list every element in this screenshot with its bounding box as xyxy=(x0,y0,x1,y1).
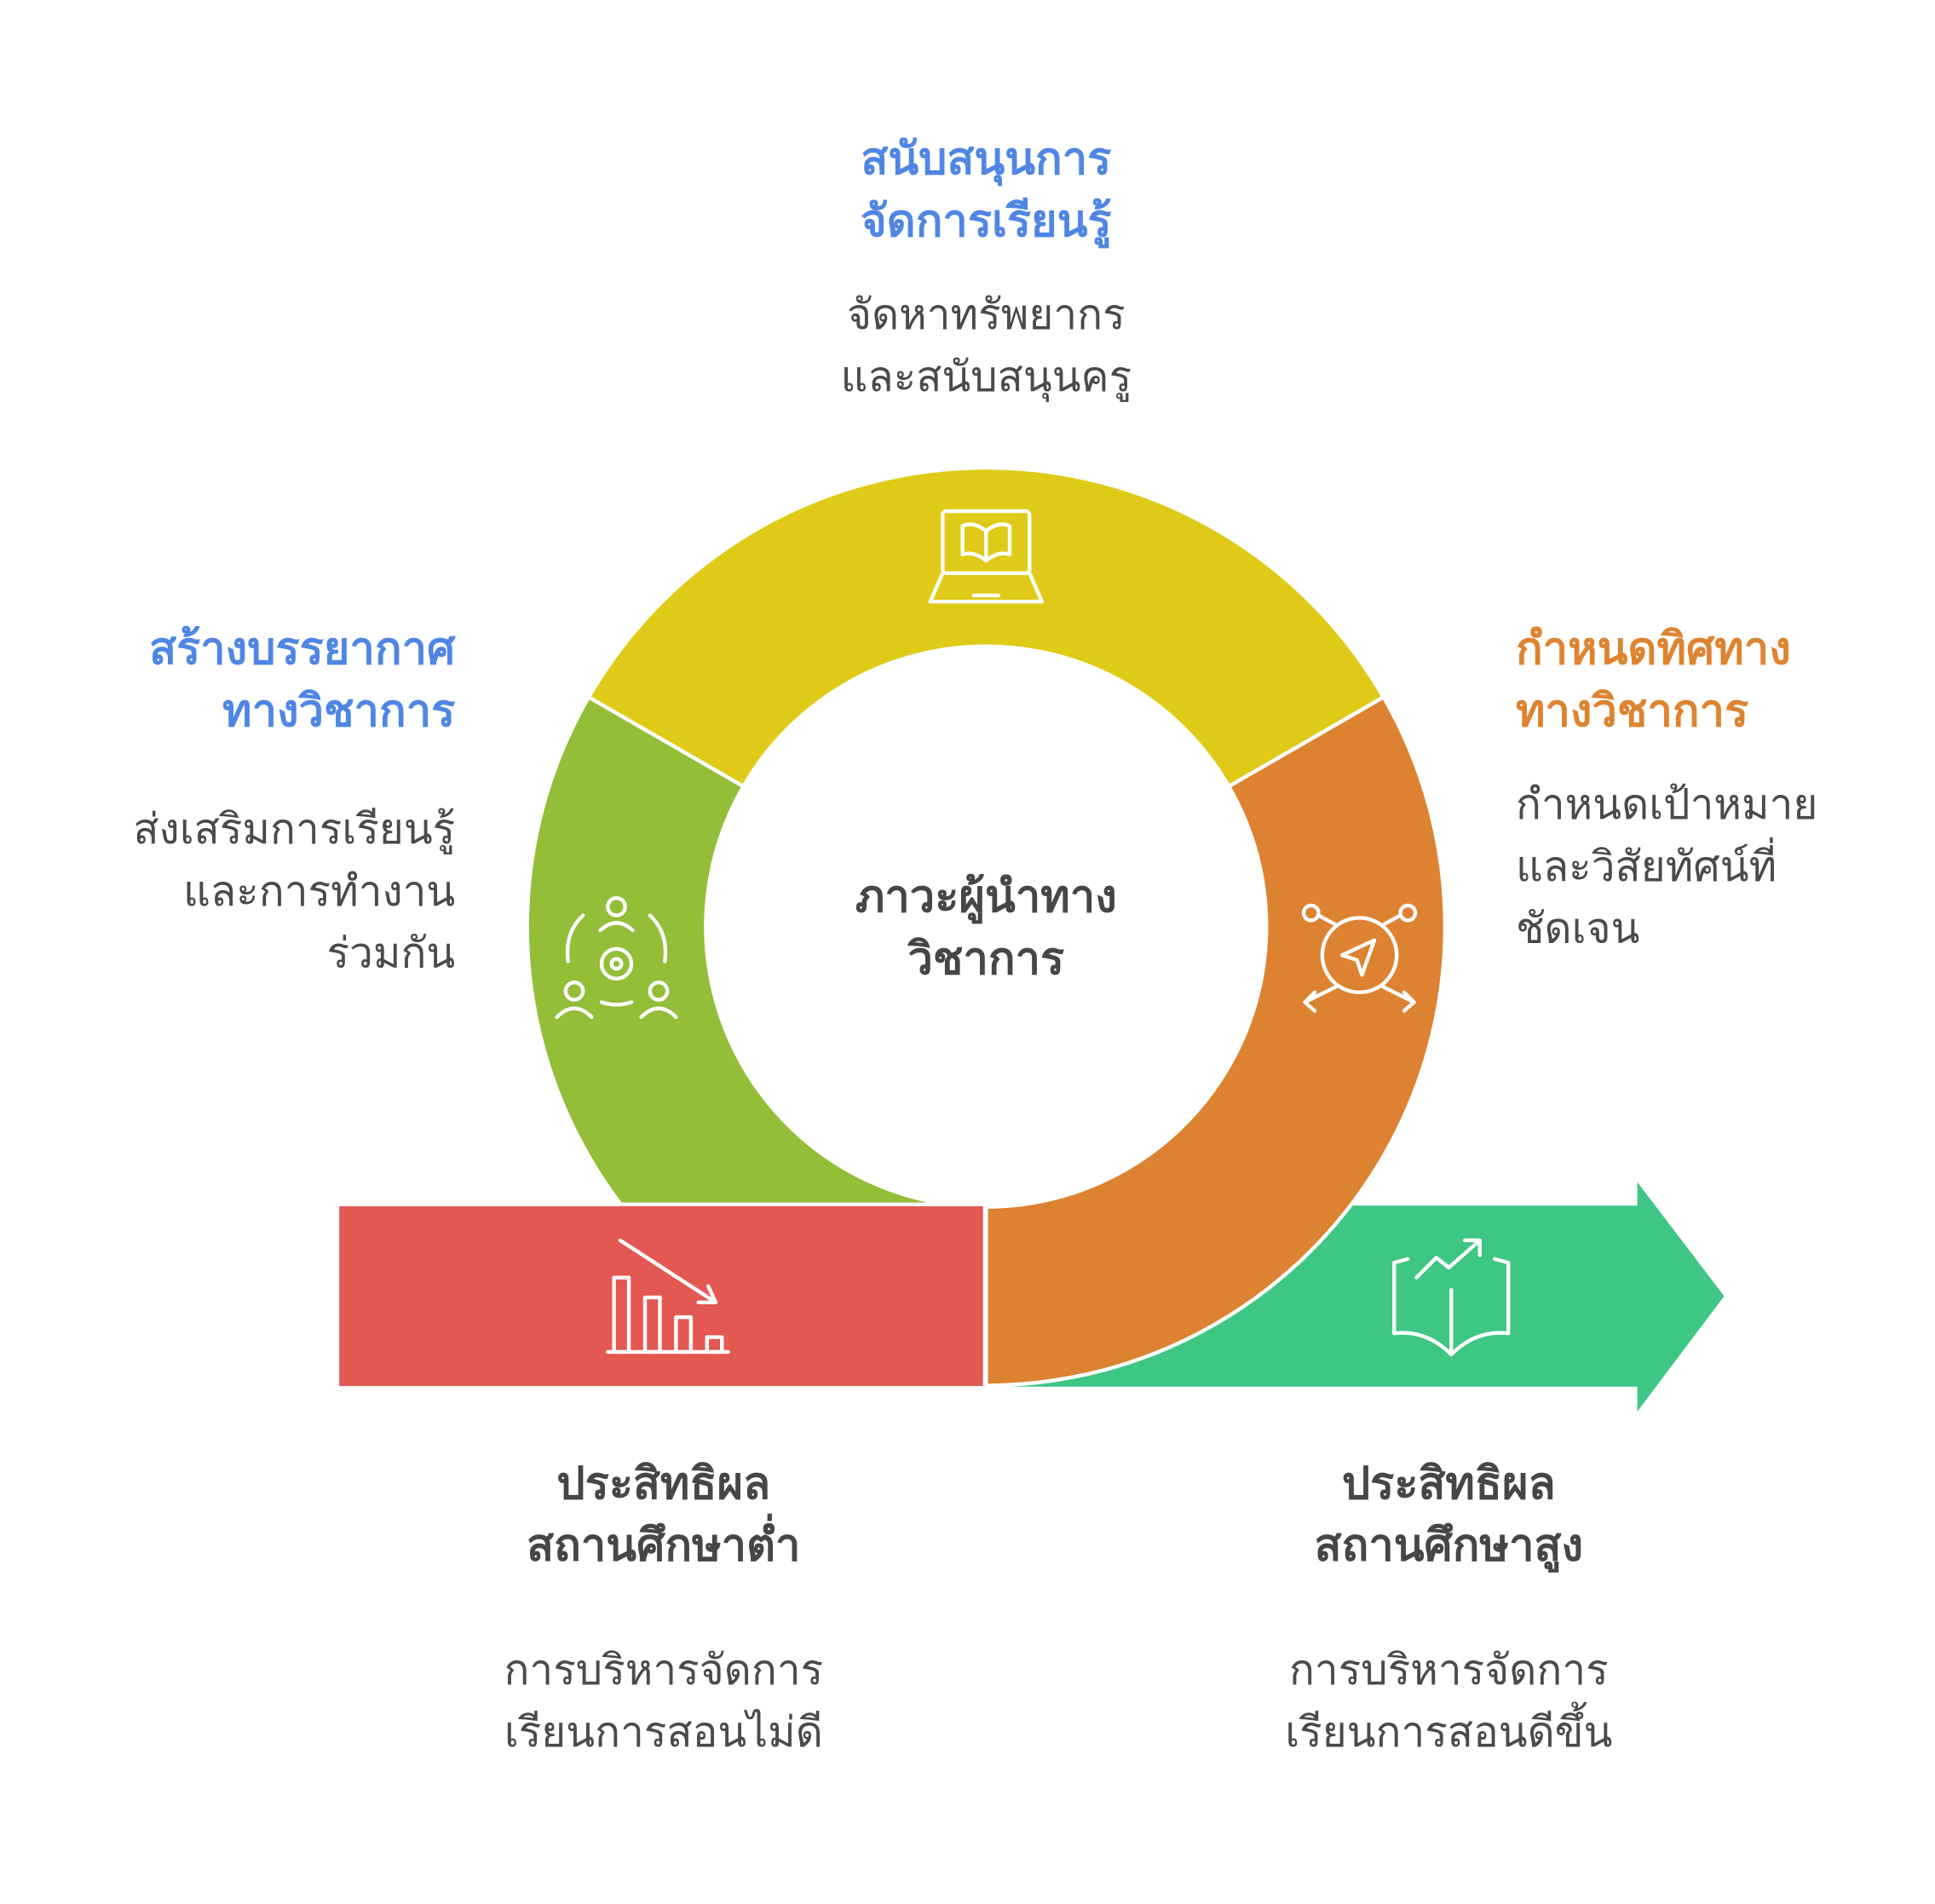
center-title-line2: วิชาการ xyxy=(907,933,1064,985)
segment-support-learning xyxy=(585,465,1386,790)
top-title-line2: จัดการเรียนรู้ xyxy=(861,195,1112,249)
team-gear-icon xyxy=(555,895,678,1020)
chart-decline-icon xyxy=(606,1238,730,1355)
high-body-line2: เรียนการสอนดีขึ้น xyxy=(1285,1701,1612,1757)
left-body-line3: ร่วมกัน xyxy=(326,929,455,978)
low-title-line1: ประสิทธิผล xyxy=(556,1458,770,1510)
left-body-line2: และการทำงาน xyxy=(183,866,455,916)
right-body-line3: ชัดเจน xyxy=(1516,904,1639,953)
left-body-line1: ส่งเสริมการเรียนรู้ xyxy=(133,804,455,854)
top-body-line2: และสนับสนุนครู xyxy=(840,352,1132,402)
segment-academic-direction xyxy=(984,694,1448,1388)
low-body-line2: เรียนการสอนไม่ดี xyxy=(504,1707,823,1757)
high-body-line1: การบริหารจัดการ xyxy=(1289,1645,1609,1694)
high-title-line2: สถานศึกษาสูง xyxy=(1315,1520,1583,1573)
high-title-line1: ประสิทธิผล xyxy=(1342,1458,1556,1510)
top-body-line1: จัดหาทรัพยากร xyxy=(847,290,1126,339)
right-body-line2: และวิสัยทัศน์ที่ xyxy=(1516,837,1777,891)
left-title-line1: สร้างบรรยากาศ xyxy=(149,623,456,675)
left-title-line2: ทางวิชาการ xyxy=(222,685,455,737)
top-title-line1: สนับสนุนการ xyxy=(861,133,1111,187)
center-title-line1: ภาวะผู้นำทาง xyxy=(855,871,1117,924)
right-body-line1: กำหนดเป้าหมาย xyxy=(1516,779,1817,829)
book-growth-icon xyxy=(1392,1238,1511,1357)
right-title-line2: ทางวิชาการ xyxy=(1516,685,1748,737)
compass-arrows-icon xyxy=(1301,903,1418,1013)
low-title-line2: สถานศึกษาต่ำ xyxy=(527,1514,800,1572)
right-title-line1: กำหนดทิศทาง xyxy=(1516,623,1791,675)
low-body-line1: การบริหารจัดการ xyxy=(504,1645,823,1694)
laptop-book-icon xyxy=(928,509,1045,604)
